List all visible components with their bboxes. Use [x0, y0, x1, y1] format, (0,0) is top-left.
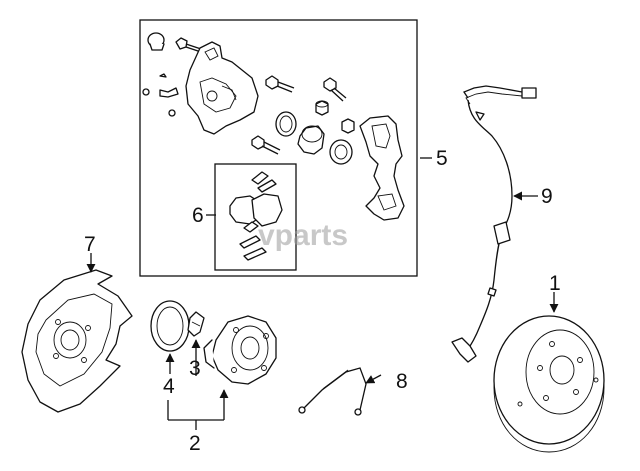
- callout-5: 5: [436, 147, 448, 170]
- brake-hose: [298, 367, 367, 416]
- callout-6: 6: [192, 204, 204, 227]
- o-ring: [150, 300, 190, 352]
- backing-plate: [21, 269, 133, 413]
- brake-disc: [493, 315, 605, 453]
- pad-kit-box: [214, 163, 297, 271]
- callout-9: 9: [541, 185, 553, 208]
- callout-7: 7: [84, 233, 96, 256]
- callout-3: 3: [189, 357, 201, 380]
- stud-bolt: [187, 311, 205, 337]
- callout-4: 4: [163, 375, 175, 398]
- callout-2: 2: [189, 432, 201, 455]
- caliper-assembly-box: [139, 19, 418, 277]
- leader-lines: [86, 157, 559, 430]
- callout-8: 8: [396, 370, 408, 393]
- callout-1: 1: [549, 272, 561, 295]
- caliper-bracket: [359, 115, 405, 221]
- caliper-small-parts: [142, 32, 205, 117]
- abs-sensor-wire: [451, 85, 537, 363]
- caliper-housing: [185, 41, 259, 135]
- watermark-text: vparts: [258, 219, 348, 252]
- pad-kit-contents: [229, 171, 283, 261]
- hub-assembly: [203, 315, 277, 385]
- caliper-bolts-seals: [251, 75, 355, 165]
